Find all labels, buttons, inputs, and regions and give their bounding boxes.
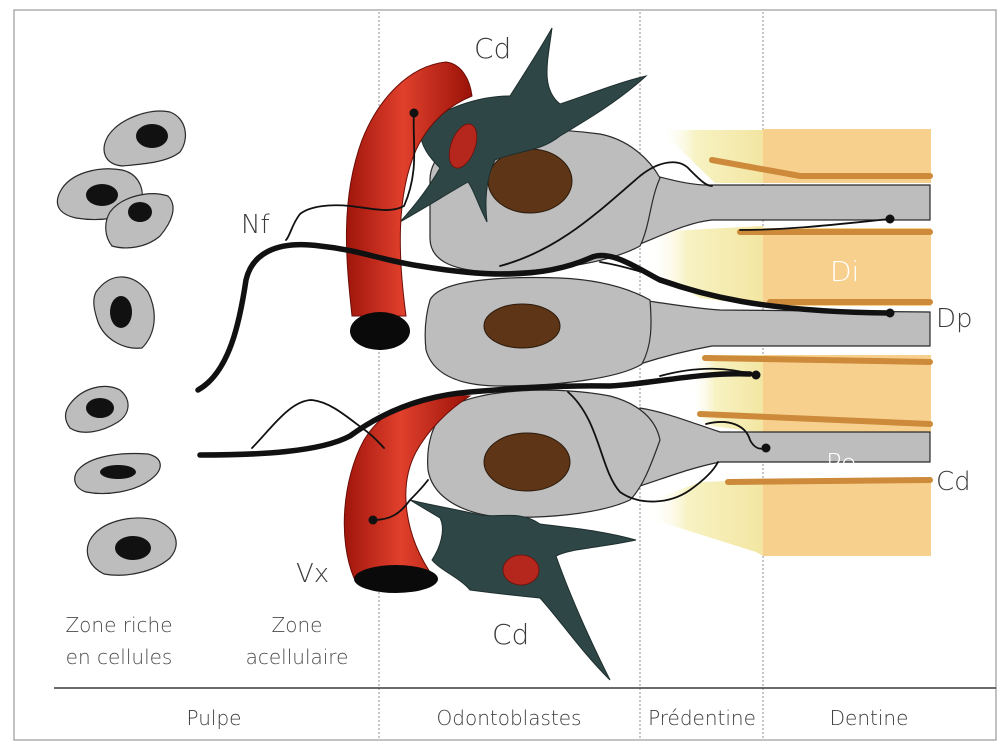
- zone-acell-line2: acellulaire: [246, 645, 349, 669]
- nucleus: [484, 304, 560, 348]
- zone-acell-line1: Zone: [272, 613, 323, 637]
- nerve-ending-dot: [752, 371, 761, 380]
- dendritic-cell-nucleus: [503, 555, 539, 585]
- column-label-pulpe: Pulpe: [187, 706, 242, 730]
- label-cd-bottom: Cd: [492, 618, 529, 651]
- fibroblast-nucleus: [100, 465, 136, 479]
- label-nf: Nf: [241, 210, 270, 240]
- nucleus: [488, 149, 572, 213]
- zone-riche-line1: Zone riche: [65, 613, 172, 637]
- collagen-line: [728, 480, 930, 482]
- collagen-line: [705, 358, 930, 362]
- nerve-ending-dot: [369, 516, 378, 525]
- fibroblast-nucleus: [128, 202, 152, 222]
- column-label-predentine: Prédentine: [648, 706, 756, 730]
- column-label-dentine: Dentine: [830, 706, 909, 730]
- fibroblast-nucleus: [110, 296, 132, 328]
- vessel-lower-opening: [354, 565, 438, 593]
- nerve-ending-dot: [410, 109, 419, 118]
- label-cd-right: Cd: [936, 467, 971, 497]
- fibroblast-nucleus: [115, 536, 151, 560]
- label-po: Po: [826, 449, 857, 479]
- label-cd-top: Cd: [474, 32, 511, 65]
- nerve-ending-dot: [886, 309, 895, 318]
- fibroblast-nucleus: [86, 398, 114, 418]
- nerve-ending-dot: [762, 444, 771, 453]
- column-label-odontoblastes: Odontoblastes: [437, 706, 582, 730]
- nucleus: [484, 433, 570, 491]
- vessel-upper-opening: [350, 312, 410, 350]
- fibroblast-nucleus: [136, 124, 168, 148]
- dentine-block-4: [763, 480, 931, 556]
- label-vx: Vx: [296, 559, 329, 589]
- label-dp: Dp: [936, 304, 973, 334]
- zone-riche-line2: en cellules: [66, 645, 173, 669]
- fibroblast-nucleus: [86, 184, 118, 206]
- nerve-ending-dot: [886, 215, 895, 224]
- label-di: Di: [830, 255, 859, 288]
